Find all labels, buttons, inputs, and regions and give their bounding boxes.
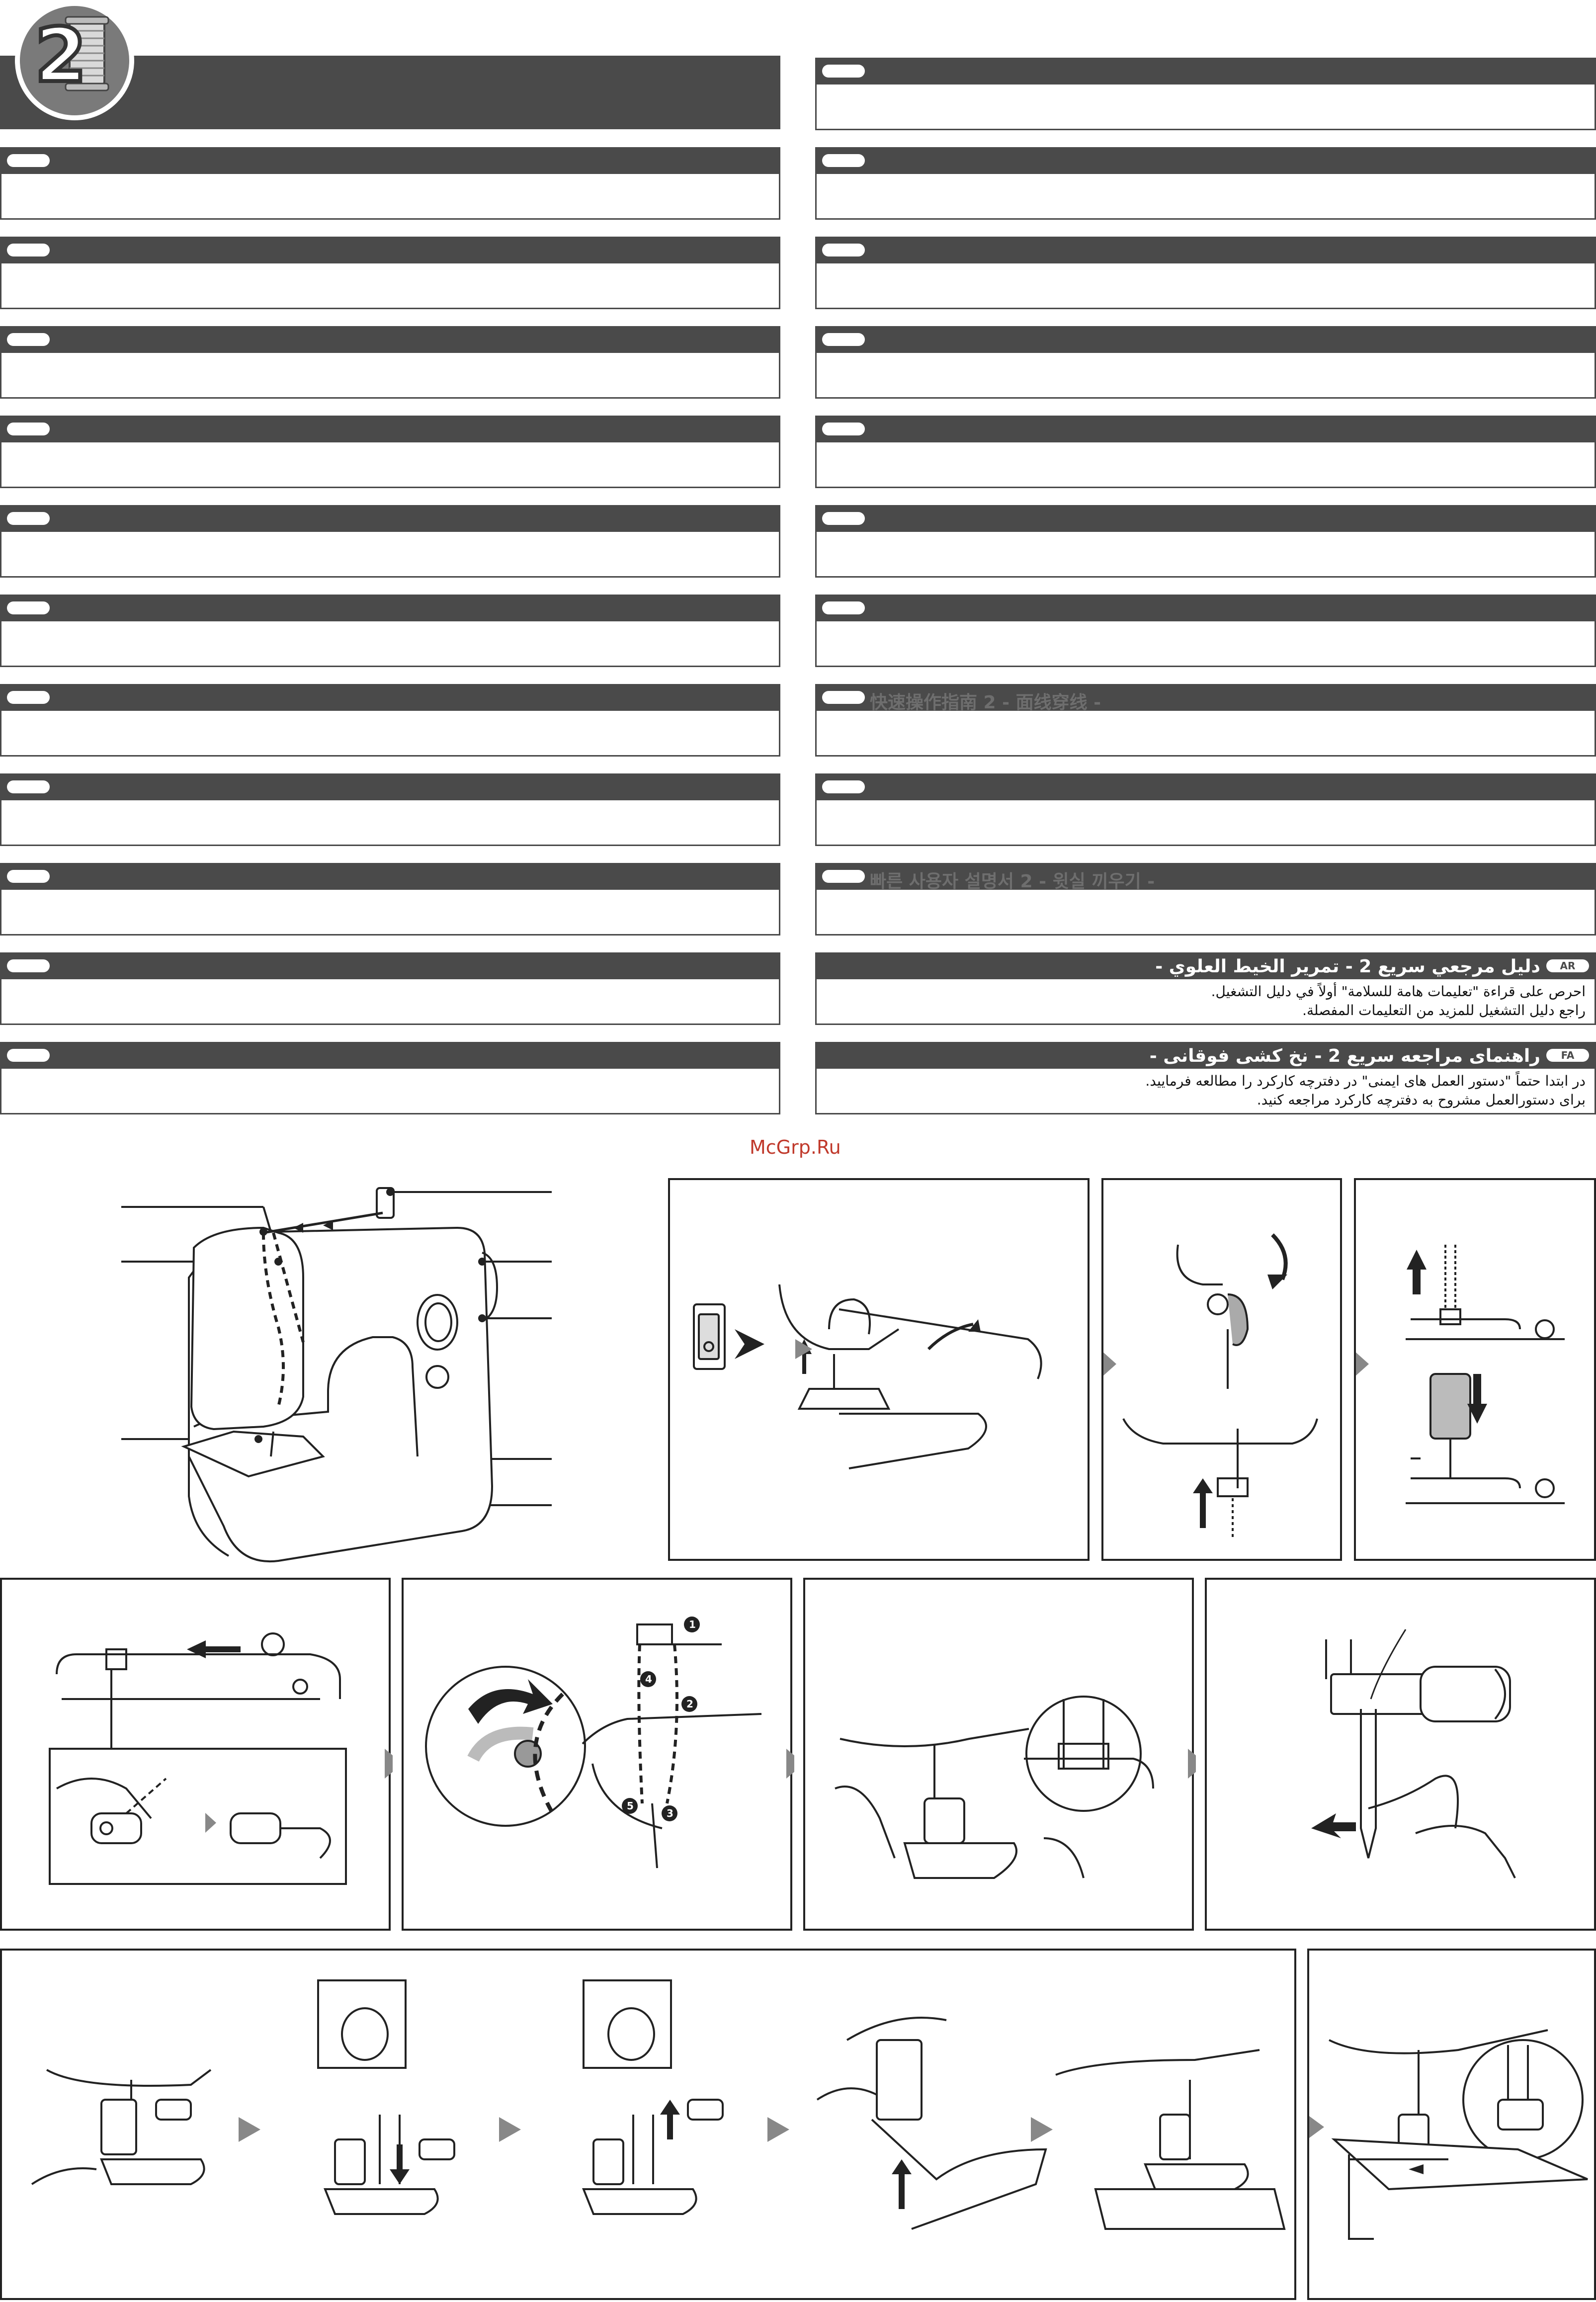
lang-header-fa-title: راهنمای مراجعه سریع 2 - نخ کشی فوقانی -: [1149, 1046, 1540, 1066]
watermark: McGrp.Ru: [750, 1136, 841, 1158]
step-number-4: 4: [645, 1673, 652, 1685]
lang-code-fa: FA: [1561, 1049, 1575, 1061]
lang-box: [815, 263, 1596, 309]
lang-header: [0, 595, 780, 621]
lang-header: [815, 416, 1596, 442]
lang-box-ar: احرص على قراءة "تعليمات هامة للسلامة" أو…: [815, 979, 1596, 1025]
lang-header-ar: AR دليل مرجعي سريع 2 - تمرير الخيط العلو…: [815, 952, 1596, 979]
lang-header-ar-title: دليل مرجعي سريع 2 - تمرير الخيط العلوي -: [1155, 956, 1540, 977]
arrow-right-icon: [385, 1749, 393, 1779]
lang-header: [815, 237, 1596, 263]
step-pull-thread-sequence-panel: [0, 1949, 1296, 2300]
lang-box: [815, 532, 1596, 578]
lang-header-zh: 快速操作指南 2 - 面线穿线 -: [815, 684, 1596, 713]
handwheel-illustration: [1103, 1233, 1318, 1538]
step-power-off-panel: [668, 1178, 1090, 1561]
step-spool-panel: [1354, 1178, 1596, 1561]
lang-box: [0, 979, 780, 1025]
lang-box: [0, 621, 780, 667]
arrow-right-icon: [1309, 2116, 1324, 2138]
arrow-right-icon: [1356, 1352, 1369, 1376]
fa-line-2: برای دستورالعمل مشروح به دفترچه کارکرد م…: [1257, 1092, 1586, 1108]
lang-box-fa: در ابتدا حتماً "دستور العمل های ایمنی" د…: [815, 1069, 1596, 1114]
arrow-right-icon: [239, 2117, 1053, 2142]
lang-code-ar: AR: [1560, 960, 1576, 972]
lang-box: [815, 353, 1596, 399]
lang-box: [815, 800, 1596, 846]
thread-spool-icon: [65, 16, 109, 91]
arrow-right-icon: [786, 1749, 794, 1779]
lang-header: [0, 147, 780, 174]
lang-box: [0, 353, 780, 399]
step-number-3: 3: [667, 1807, 673, 1819]
lang-header: [0, 416, 780, 442]
step-needle-bar-guide-panel: [803, 1578, 1196, 1931]
arrow-right-icon: [795, 1339, 812, 1359]
lang-header: [0, 1042, 780, 1069]
arrow-right-icon: [1188, 1749, 1196, 1779]
lang-header: [815, 505, 1596, 532]
lang-box: [815, 174, 1596, 220]
step-threading-path-panel: 1 2 3 4 5: [402, 1578, 794, 1931]
lang-header: [815, 773, 1596, 800]
fa-line-1: در ابتدا حتماً "دستور العمل های ایمنی" د…: [1145, 1073, 1586, 1089]
lang-box: [815, 621, 1596, 667]
lang-box: [0, 800, 780, 846]
lang-header: [0, 326, 780, 353]
lang-header: [0, 684, 780, 711]
lang-header-ko-title: 빠른 사용자 설명서 2 - 윗실 끼우기 -: [870, 871, 1155, 892]
ar-line-1: احرص على قراءة "تعليمات هامة للسلامة" أو…: [1211, 983, 1586, 1000]
lang-header-ko: 빠른 사용자 설명서 2 - 윗실 끼우기 -: [815, 863, 1596, 892]
lang-header: [0, 237, 780, 263]
lang-header: [815, 147, 1596, 174]
lang-header: [0, 863, 780, 890]
power-switch-illustration: [693, 1284, 1042, 1469]
step-needle-eye-panel: [1205, 1578, 1596, 1931]
lang-box: [815, 890, 1596, 936]
lang-header-fa: FA راهنمای مراجعه سریع 2 - نخ کشی فوقانی…: [815, 1042, 1596, 1069]
lang-header: [0, 952, 780, 979]
lang-header: [815, 595, 1596, 621]
lang-header: [815, 58, 1596, 85]
step-raise-needle-panel: [1101, 1178, 1342, 1561]
step-thread-under-foot-panel: [1307, 1949, 1596, 2300]
lang-header: [0, 773, 780, 800]
step-number-1: 1: [689, 1619, 696, 1630]
step-number-5: 5: [627, 1800, 634, 1812]
lang-box: [815, 711, 1596, 757]
lang-box: [0, 1069, 780, 1114]
lang-box: [815, 442, 1596, 488]
arrow-right-icon: [1103, 1352, 1116, 1376]
lang-box: [0, 711, 780, 757]
ar-line-2: راجع دليل التشغيل للمزيد من التعليمات ال…: [1302, 1002, 1586, 1019]
step-thread-guide-panel: [0, 1578, 393, 1931]
step-number-2: 2: [686, 1698, 693, 1710]
lang-box: [0, 442, 780, 488]
lang-header: [815, 326, 1596, 353]
section-badge-number: 2: [33, 12, 88, 99]
lang-box: [0, 263, 780, 309]
lang-header: [0, 505, 780, 532]
lang-header-zh-title: 快速操作指南 2 - 面线穿线 -: [870, 692, 1101, 713]
lang-box: [0, 890, 780, 936]
lang-box: [0, 532, 780, 578]
spool-pin-illustration: [1356, 1245, 1565, 1504]
machine-overview-illustration: [121, 1187, 552, 1563]
section-badge: 2: [15, 1, 134, 120]
lang-box: [0, 174, 780, 220]
lang-box: [815, 85, 1596, 130]
